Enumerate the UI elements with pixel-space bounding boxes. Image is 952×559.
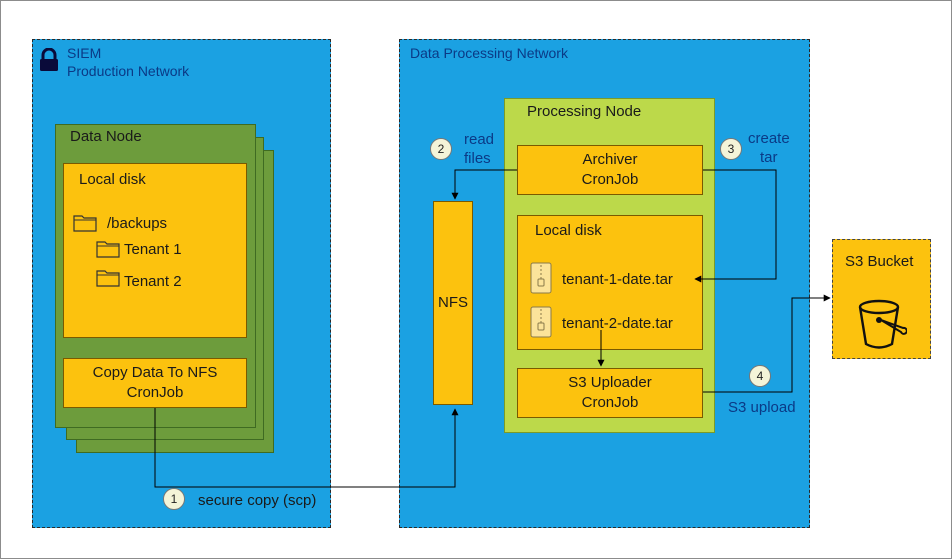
archiver-cronjob[interactable]: Archiver CronJob: [517, 145, 703, 195]
processing-node-title: Processing Node: [527, 103, 642, 120]
scp-connector: [154, 408, 459, 488]
s3-bucket[interactable]: [832, 239, 931, 359]
step-2-label-line2: files: [464, 150, 491, 167]
bucket-icon: [857, 298, 908, 357]
copy-cronjob-line1: Copy Data To NFS: [92, 364, 218, 381]
data-node-local-disk-title: Local disk: [79, 171, 146, 188]
step-3-label-line2: tar: [760, 149, 778, 166]
uploader-line2: CronJob: [581, 394, 639, 411]
data-node-title: Data Node: [70, 128, 142, 145]
step-4-label: S3 upload: [728, 399, 796, 416]
step-2-label-line1: read: [464, 131, 495, 148]
step-3-marker: 3: [720, 138, 742, 160]
s3-bucket-title: S3 Bucket: [845, 253, 914, 270]
processing-local-disk-title: Local disk: [535, 222, 602, 239]
s3-upload-connector: [703, 294, 831, 393]
uploader-line1: S3 Uploader: [568, 374, 652, 391]
zip-file-icon: [530, 306, 552, 343]
s3-uploader-cronjob[interactable]: S3 Uploader CronJob: [517, 368, 703, 418]
processing-network-title: Data Processing Network: [410, 45, 568, 61]
tenant-2-tar-label: tenant-2-date.tar: [562, 315, 673, 332]
copy-data-to-nfs-cronjob[interactable]: Copy Data To NFS CronJob: [63, 358, 247, 408]
step-4-marker: 4: [749, 365, 771, 387]
siem-network-title-line1: SIEM: [67, 45, 102, 61]
folder-icon: [73, 213, 97, 237]
read-files-connector: [451, 169, 517, 200]
nfs-label: NFS: [438, 294, 468, 311]
create-tar-connector: [694, 169, 777, 283]
folder-icon: [96, 268, 120, 292]
siem-network-title-line2: Production Network: [67, 63, 190, 79]
archiver-line2: CronJob: [581, 171, 639, 188]
tenant-2-folder-label: Tenant 2: [124, 273, 182, 290]
backups-folder-label: /backups: [107, 215, 168, 232]
tenant-1-folder-label: Tenant 1: [124, 241, 182, 258]
zip-file-icon: [530, 262, 552, 299]
folder-icon: [96, 239, 120, 263]
step-1-label: secure copy (scp): [198, 492, 317, 509]
nfs-storage[interactable]: NFS: [433, 201, 473, 405]
data-node-local-disk: [63, 163, 247, 338]
tenant-1-tar-label: tenant-1-date.tar: [562, 271, 673, 288]
step-3-label-line1: create: [748, 130, 790, 147]
step-2-marker: 2: [430, 138, 452, 160]
step-1-marker: 1: [163, 488, 185, 510]
copy-cronjob-line2: CronJob: [126, 384, 184, 401]
archiver-line1: Archiver: [582, 151, 638, 168]
lock-icon: [38, 47, 60, 72]
